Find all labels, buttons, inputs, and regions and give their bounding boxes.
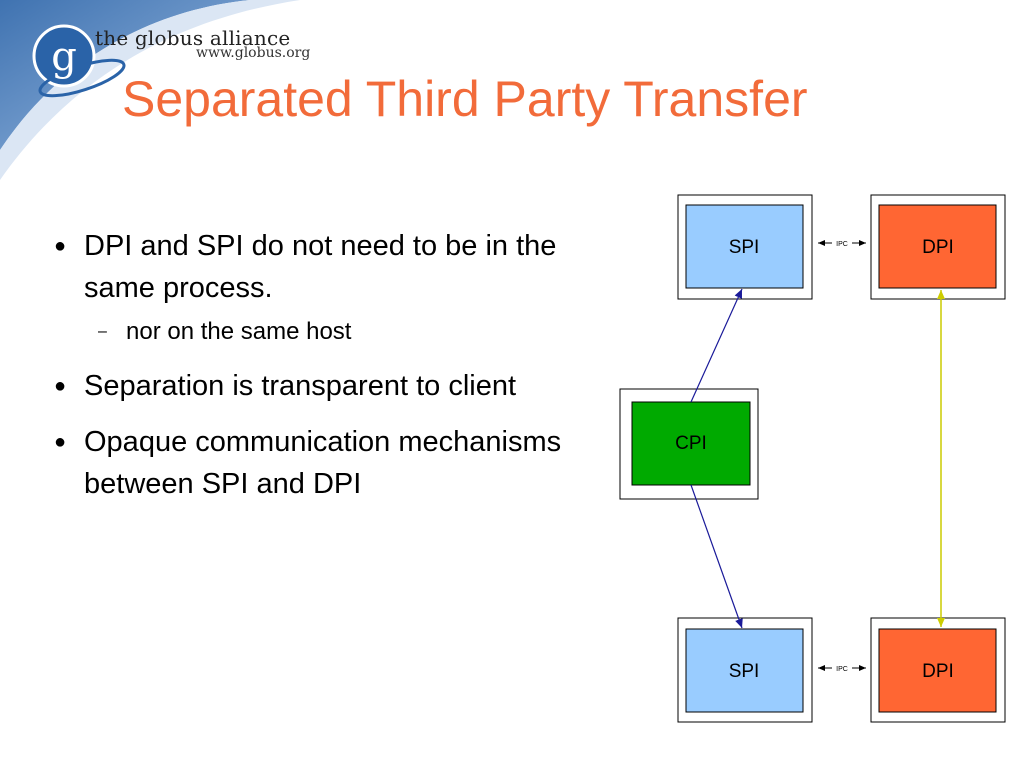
sub-bullet-text: nor on the same host — [126, 318, 352, 345]
bullet-text: DPI and SPI do not need to be in the sam… — [84, 230, 557, 304]
corner-swoosh-light — [0, 0, 300, 180]
bullet-list: ● DPI and SPI do not need to be in the s… — [50, 225, 610, 505]
bottom-ipc-label-bg — [832, 664, 852, 672]
bottom-spi-label: SPI — [729, 661, 760, 682]
top-ipc-label-bg — [832, 239, 852, 247]
bottom-spi-box — [685, 628, 804, 713]
bottom-dpi-label: DPI — [922, 661, 954, 682]
top-ipc-label: IPC — [836, 241, 848, 248]
cpi-to-bottom-spi-arrow — [690, 484, 743, 629]
logo-url: www.globus.org — [196, 45, 311, 61]
bullet-text: Opaque communication mechanisms between … — [84, 426, 562, 500]
cpi-box — [631, 401, 751, 486]
bullet-text: Separation is transparent to client — [84, 370, 517, 402]
top-dpi-box — [878, 204, 997, 289]
bottom-ipc-label: IPC — [836, 666, 848, 673]
cpi-to-top-spi-arrow — [690, 288, 743, 403]
bullet-item: ● Separation is transparent to client — [50, 365, 610, 407]
top-dpi-label: DPI — [922, 237, 954, 258]
sub-bullet-item: – nor on the same host — [98, 317, 610, 347]
bullet-dot-icon: ● — [54, 235, 67, 257]
bullet-item: ● Opaque communication mechanisms betwee… — [50, 421, 610, 505]
cpi-label: CPI — [675, 433, 707, 454]
logo-letter: g — [51, 34, 77, 80]
bullet-dot-icon: ● — [54, 431, 67, 453]
slide-title: Separated Third Party Transfer — [122, 71, 808, 127]
sub-bullet-dash-icon: – — [98, 323, 107, 340]
logo-name: the globus alliance — [95, 26, 291, 50]
globus-logo-icon: g — [32, 24, 126, 98]
top-spi-box — [685, 204, 804, 289]
top-spi-label: SPI — [729, 237, 760, 258]
bullet-item: ● DPI and SPI do not need to be in the s… — [50, 225, 610, 309]
bottom-dpi-box — [878, 628, 997, 713]
bullet-dot-icon: ● — [54, 375, 67, 397]
